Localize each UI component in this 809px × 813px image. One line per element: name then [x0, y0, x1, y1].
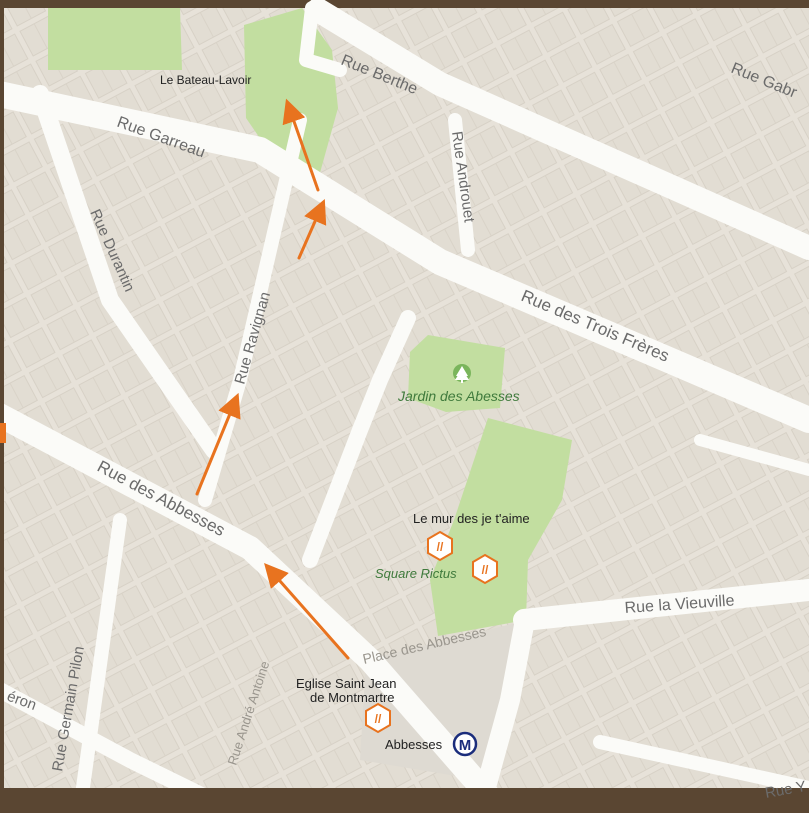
label-eglise-line1[interactable]: Eglise Saint Jean [296, 676, 396, 691]
svg-text://: // [375, 712, 382, 726]
hexagon-landmark-icon[interactable]: // [427, 530, 453, 562]
label-square-rictus[interactable]: Square Rictus [375, 566, 457, 581]
label-abbesses-station[interactable]: Abbesses [385, 737, 443, 752]
route-arrow-3 [297, 199, 327, 260]
route-arrow-4 [282, 98, 320, 192]
svg-text://: // [482, 563, 489, 577]
label-bateau-lavoir[interactable]: Le Bateau-Lavoir [160, 73, 251, 87]
plaza-abbesses [360, 622, 524, 780]
route-arrow-1 [264, 563, 350, 660]
frame-left [0, 0, 4, 813]
park-bateau-lavoir [244, 8, 338, 180]
park-top-left [48, 8, 182, 70]
walking-route [195, 98, 350, 660]
frame-bottom [0, 788, 809, 813]
hexagon-landmark-icon[interactable]: // [365, 702, 391, 734]
label-jardin-abesses[interactable]: Jardin des Abesses [397, 388, 520, 404]
tree-icon [453, 364, 471, 383]
route-arrow-2 [195, 392, 241, 496]
frame-tab-marker [0, 423, 6, 443]
svg-text://: // [437, 540, 444, 554]
metro-symbol: M [459, 737, 472, 754]
street-rue-bottom-right: Rue Y [764, 778, 808, 802]
metro-icon[interactable]: M [452, 731, 478, 757]
label-mur-je-taime[interactable]: Le mur des je t'aime [413, 511, 530, 526]
park-square-rictus [430, 418, 572, 636]
hexagon-landmark-icon[interactable]: // [472, 553, 498, 585]
label-eglise-line2[interactable]: de Montmartre [310, 690, 395, 705]
